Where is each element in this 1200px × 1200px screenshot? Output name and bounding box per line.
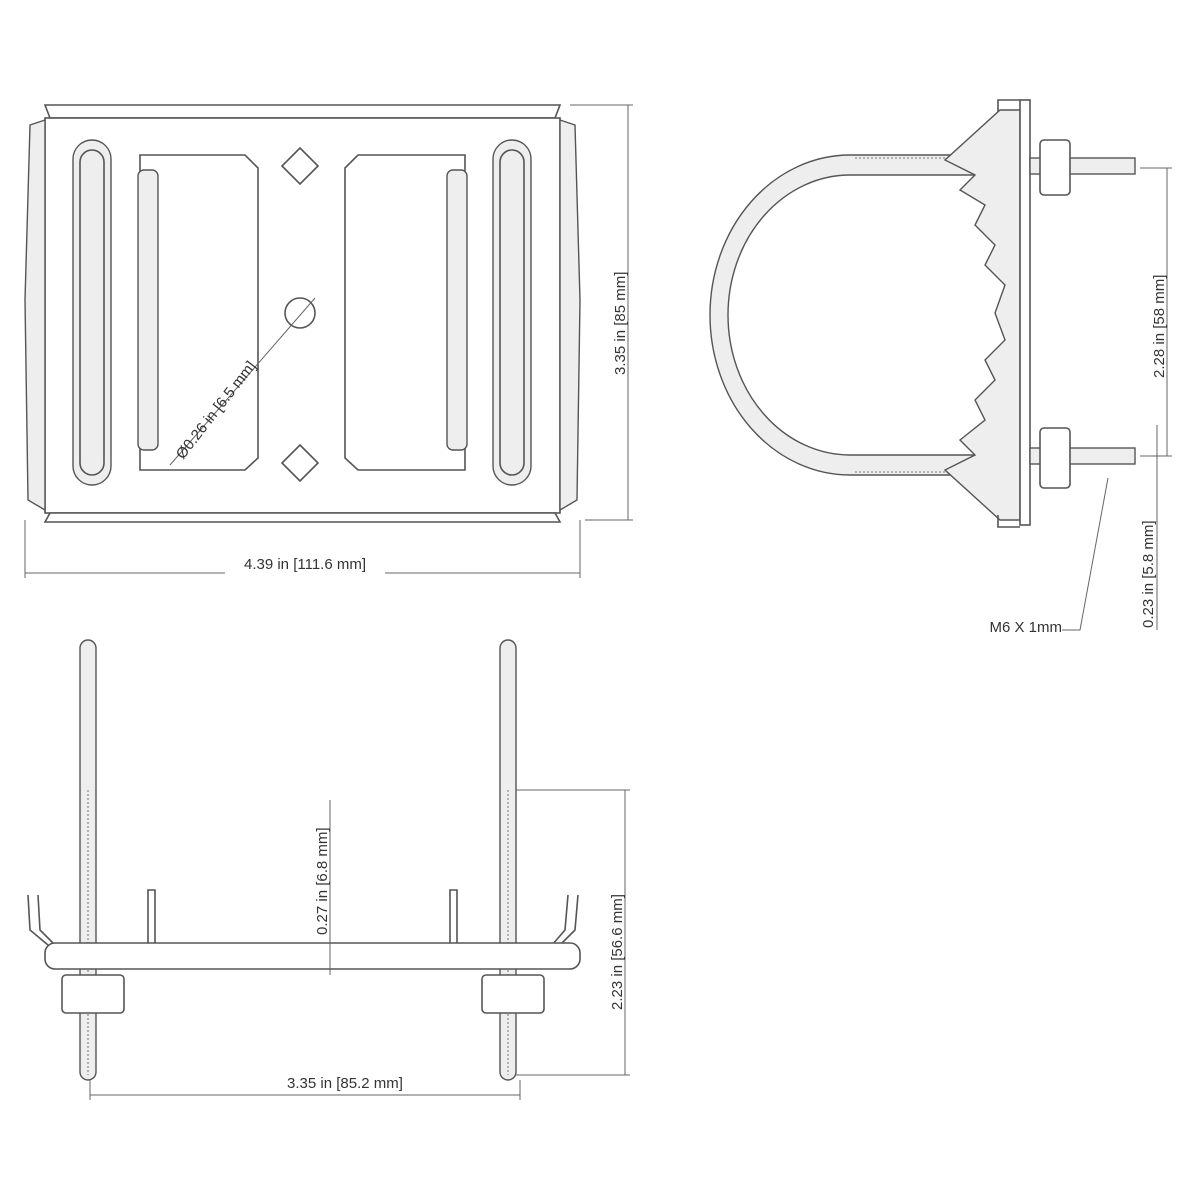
plate-thickness-label: 0.27 in [6.8 mm]	[314, 827, 331, 935]
bottom-nut	[1039, 427, 1071, 489]
plate-width-label: 4.39 in [111.6 mm]	[244, 556, 366, 573]
right-end-flange	[551, 894, 579, 946]
thread-spec-leader	[1062, 477, 1109, 631]
right-nut	[481, 974, 545, 1014]
right-tab	[449, 889, 458, 945]
thread-spec-label: M6 X 1mm	[989, 619, 1062, 636]
thread-length-label: 2.23 in [56.6 mm]	[609, 894, 626, 1010]
top-diamond-hole	[280, 146, 320, 186]
right-slot	[492, 139, 532, 486]
left-tab	[137, 169, 159, 451]
plate-bottom-edge	[43, 512, 562, 523]
left-end-flange	[27, 894, 56, 946]
bracket-plate	[1019, 99, 1031, 526]
top-nut	[1039, 139, 1071, 196]
side-view: 2.28 in [58 mm] 0.23 in [5.8 mm] M6 X 1m…	[709, 99, 1172, 636]
front-view: Ø0.26 in [6.5 mm] 4.39 in [111.6 mm] 3.3…	[24, 104, 633, 578]
u-bolt	[709, 154, 1001, 476]
plate-lip	[997, 515, 1020, 528]
right-tab	[446, 169, 468, 451]
plate-lip	[997, 99, 1020, 112]
right-flange	[559, 119, 581, 512]
left-slot	[72, 139, 112, 486]
base-plate	[44, 942, 581, 970]
plate-top-edge	[43, 104, 562, 119]
thread-diameter-label: 0.23 in [5.8 mm]	[1140, 520, 1157, 628]
bottom-view: 0.27 in [6.8 mm] 2.23 in [56.6 mm] 3.35 …	[27, 639, 630, 1100]
left-tab	[147, 889, 156, 945]
right-slot-inner	[499, 149, 525, 476]
right-cutout	[344, 154, 466, 471]
ubolt-spacing-label: 2.28 in [58 mm]	[1151, 275, 1168, 378]
bracket-saddle	[943, 109, 1021, 521]
center-hole	[284, 297, 316, 329]
left-flange	[24, 119, 46, 512]
diameter-leader	[169, 297, 316, 466]
left-slot-inner	[79, 149, 105, 476]
left-cutout	[139, 154, 259, 471]
left-nut	[61, 974, 125, 1014]
label-bg	[225, 555, 385, 577]
plate-height-label: 3.35 in [85 mm]	[612, 272, 629, 375]
bolt-spacing-label: 3.35 in [85.2 mm]	[287, 1075, 403, 1092]
bottom-diamond-hole	[280, 443, 320, 483]
